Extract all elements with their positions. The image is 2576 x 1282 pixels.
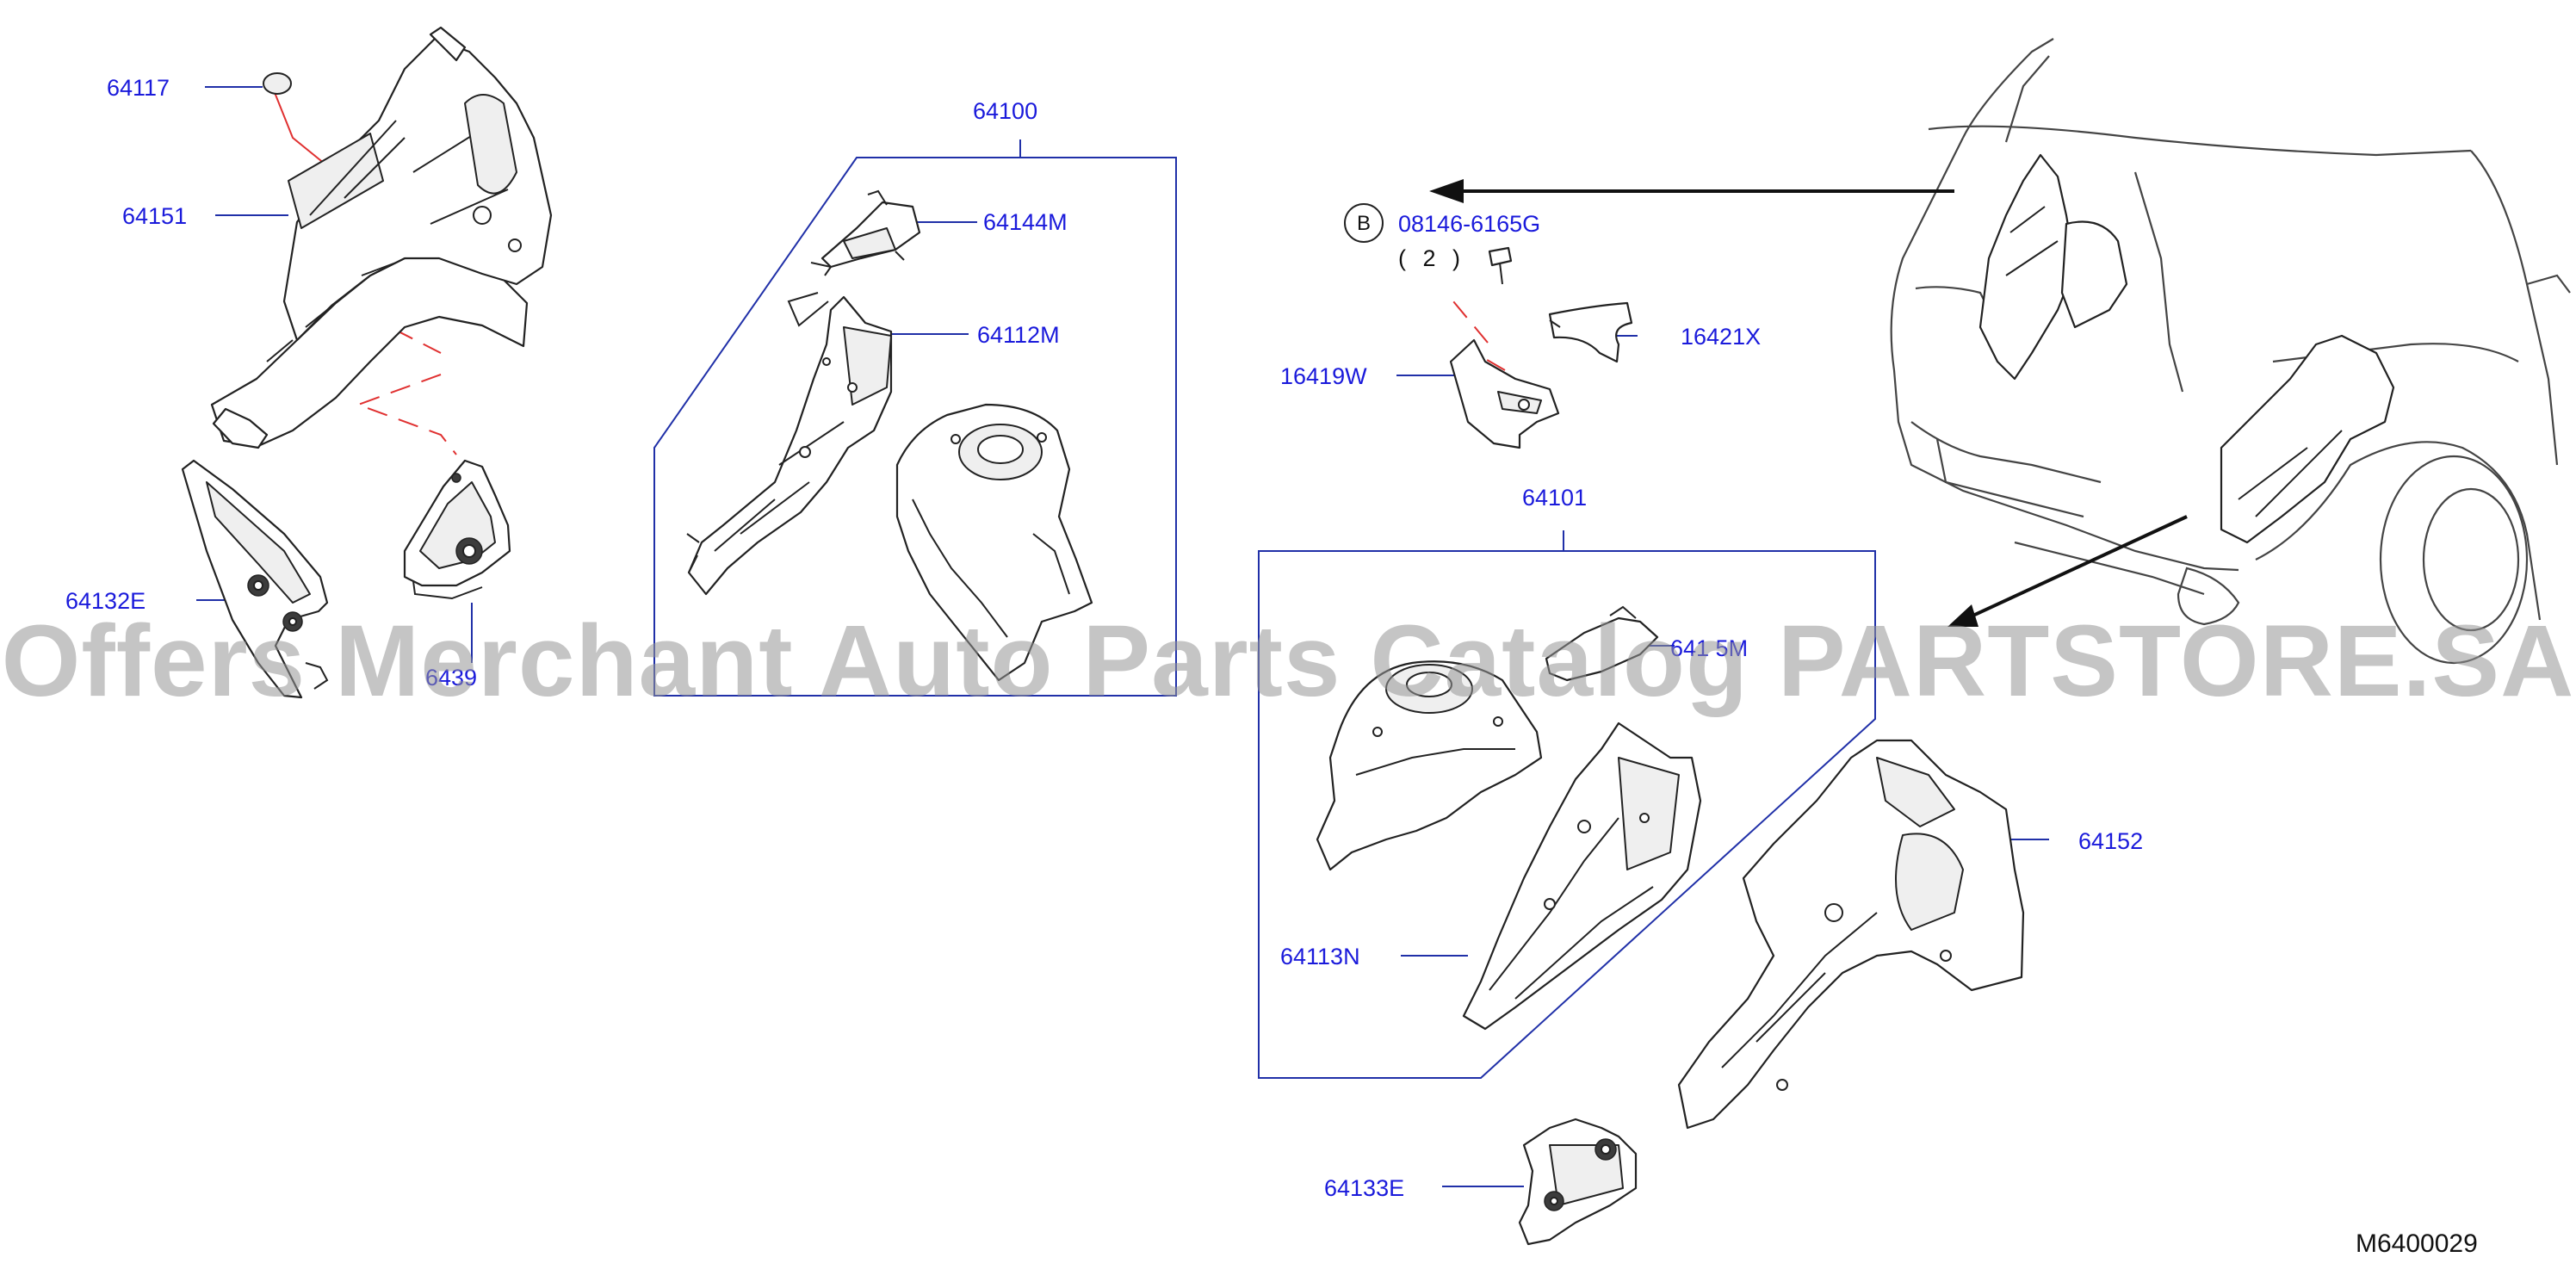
part-16421X-strap [1548, 301, 1633, 363]
part-16419W-bracket [1449, 338, 1560, 449]
label-16419W[interactable]: 16419W [1280, 363, 1367, 389]
part-64144M-bracket [810, 189, 921, 276]
part-64133E-bracket [1518, 1118, 1638, 1246]
label-64112M[interactable]: 64112M [977, 322, 1060, 348]
label-64101[interactable]: 64101 [1522, 485, 1588, 511]
label-6415x[interactable]: 641 5M [1670, 635, 1749, 661]
label-6439x[interactable]: 6439 [425, 665, 478, 691]
part-64101-strut-housing [1316, 660, 1543, 871]
label-64132E[interactable]: 64132E [65, 588, 146, 614]
part-64113N-member [1462, 722, 1702, 1031]
label-64144M[interactable]: 64144M [983, 209, 1068, 235]
part-6439x-reinforcement [403, 459, 511, 600]
label-64100[interactable]: 64100 [973, 98, 1038, 124]
ref-b-circle [1344, 203, 1384, 243]
part-64112M-member [686, 292, 893, 596]
part-6415x-bracket [1545, 605, 1659, 682]
label-64152[interactable]: 64152 [2078, 828, 2144, 854]
group-frame-64100 [653, 139, 1177, 697]
part-64151-hoodledge [210, 26, 553, 449]
part-64117-plug [263, 72, 292, 95]
group-frame-64101 [1258, 530, 1876, 1079]
bolt-08146 [1488, 246, 1513, 285]
quantity-label: ( 2 ) [1398, 245, 1466, 271]
part-64100-strut-housing [895, 403, 1093, 682]
direction-arrows [1429, 179, 2188, 627]
ref-b-letter: B [1357, 212, 1372, 235]
label-16421X[interactable]: 16421X [1681, 324, 1762, 350]
label-08146-6165G[interactable]: 08146-6165G [1398, 211, 1541, 237]
vehicle-outline [1890, 38, 2571, 665]
label-64113N[interactable]: 64113N [1280, 944, 1360, 969]
label-64117[interactable]: 64117 [107, 75, 170, 101]
label-64133E[interactable]: 64133E [1324, 1175, 1405, 1201]
part-64152-hoodledge [1677, 739, 2025, 1130]
part-64132E-bracket [181, 459, 329, 699]
figure-id: M6400029 [2356, 1229, 2478, 1258]
label-64151[interactable]: 64151 [122, 203, 188, 229]
